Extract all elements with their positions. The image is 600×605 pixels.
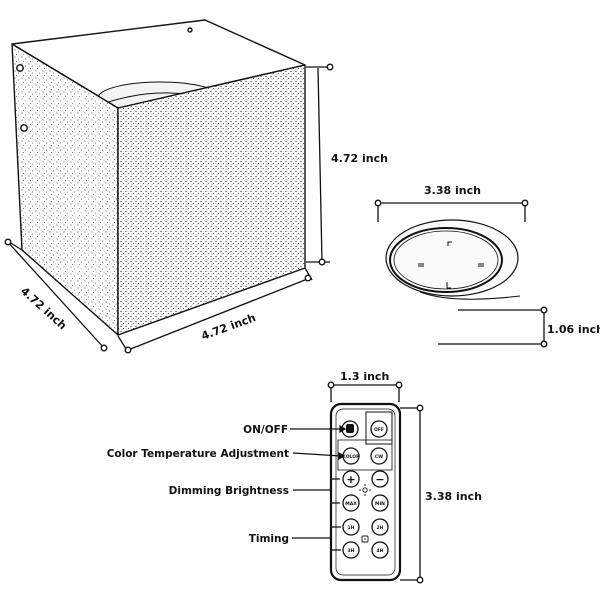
cw-button-label: CW xyxy=(375,454,383,460)
cube-height-label: 4.72 inch xyxy=(331,152,388,165)
timer-button-1[interactable] xyxy=(342,518,360,536)
timer-4-label: 4H xyxy=(377,548,384,554)
timer-1-label: 1H xyxy=(348,525,355,531)
screw-icon xyxy=(187,27,193,33)
brightness-max-button[interactable] xyxy=(342,494,360,512)
plus-icon: + xyxy=(346,473,355,486)
lens-thickness-label: 1.06 inch xyxy=(547,323,600,336)
off-button[interactable] xyxy=(370,420,388,438)
cw-button[interactable] xyxy=(370,447,388,465)
timer-button-3[interactable] xyxy=(342,541,360,559)
cube-depth-dimension xyxy=(4,238,108,352)
cube-width-label: 4.72 inch xyxy=(200,311,258,343)
min-button-label: MIN xyxy=(375,501,385,507)
max-button-label: MAX xyxy=(345,501,357,507)
cube-width-dimension xyxy=(117,267,313,354)
remote-control: OFF COLOR CW + − MAX MIN 1H 2H 3 xyxy=(329,402,402,582)
lens-diameter-dimension xyxy=(374,199,529,222)
remote-width-label: 1.3 inch xyxy=(340,370,389,383)
lens-disc xyxy=(385,219,521,300)
remote-height-label: 3.38 inch xyxy=(425,490,482,503)
color-button-label: COLOR xyxy=(342,454,360,460)
on-off-label: ON/OFF xyxy=(243,424,288,436)
lens-thickness-dimension xyxy=(438,306,548,348)
timer-button-2[interactable] xyxy=(371,518,389,536)
lens-face xyxy=(389,227,503,293)
remote-height-dimension xyxy=(400,404,424,584)
brightness-minus-button[interactable] xyxy=(371,470,389,488)
color-temp-label: Color Temperature Adjustment xyxy=(107,448,289,460)
brightness-plus-button[interactable] xyxy=(342,470,360,488)
callout-leaders xyxy=(290,424,347,551)
dimming-label: Dimming Brightness xyxy=(169,485,289,497)
timer-3-label: 3H xyxy=(348,548,355,554)
cube-depth-label: 4.72 inch xyxy=(18,285,69,333)
off-button-label: OFF xyxy=(374,427,384,433)
cube-front-face xyxy=(117,64,306,336)
timer-button-4[interactable] xyxy=(371,541,389,559)
remote-width-dimension xyxy=(327,381,403,402)
sun-icon xyxy=(359,484,371,496)
brightness-min-button[interactable] xyxy=(371,494,389,512)
screw-icon xyxy=(20,124,28,132)
timer-icon xyxy=(361,535,369,543)
timer-2-label: 2H xyxy=(377,525,384,531)
cube-height-dimension xyxy=(306,63,334,266)
screw-icon xyxy=(16,64,24,72)
cube-light xyxy=(11,19,306,336)
lens-outer-ring xyxy=(385,219,519,297)
lens-diameter-label: 3.38 inch xyxy=(424,184,481,197)
minus-icon: − xyxy=(375,473,384,486)
power-icon xyxy=(346,424,354,433)
timing-label: Timing xyxy=(249,533,289,545)
